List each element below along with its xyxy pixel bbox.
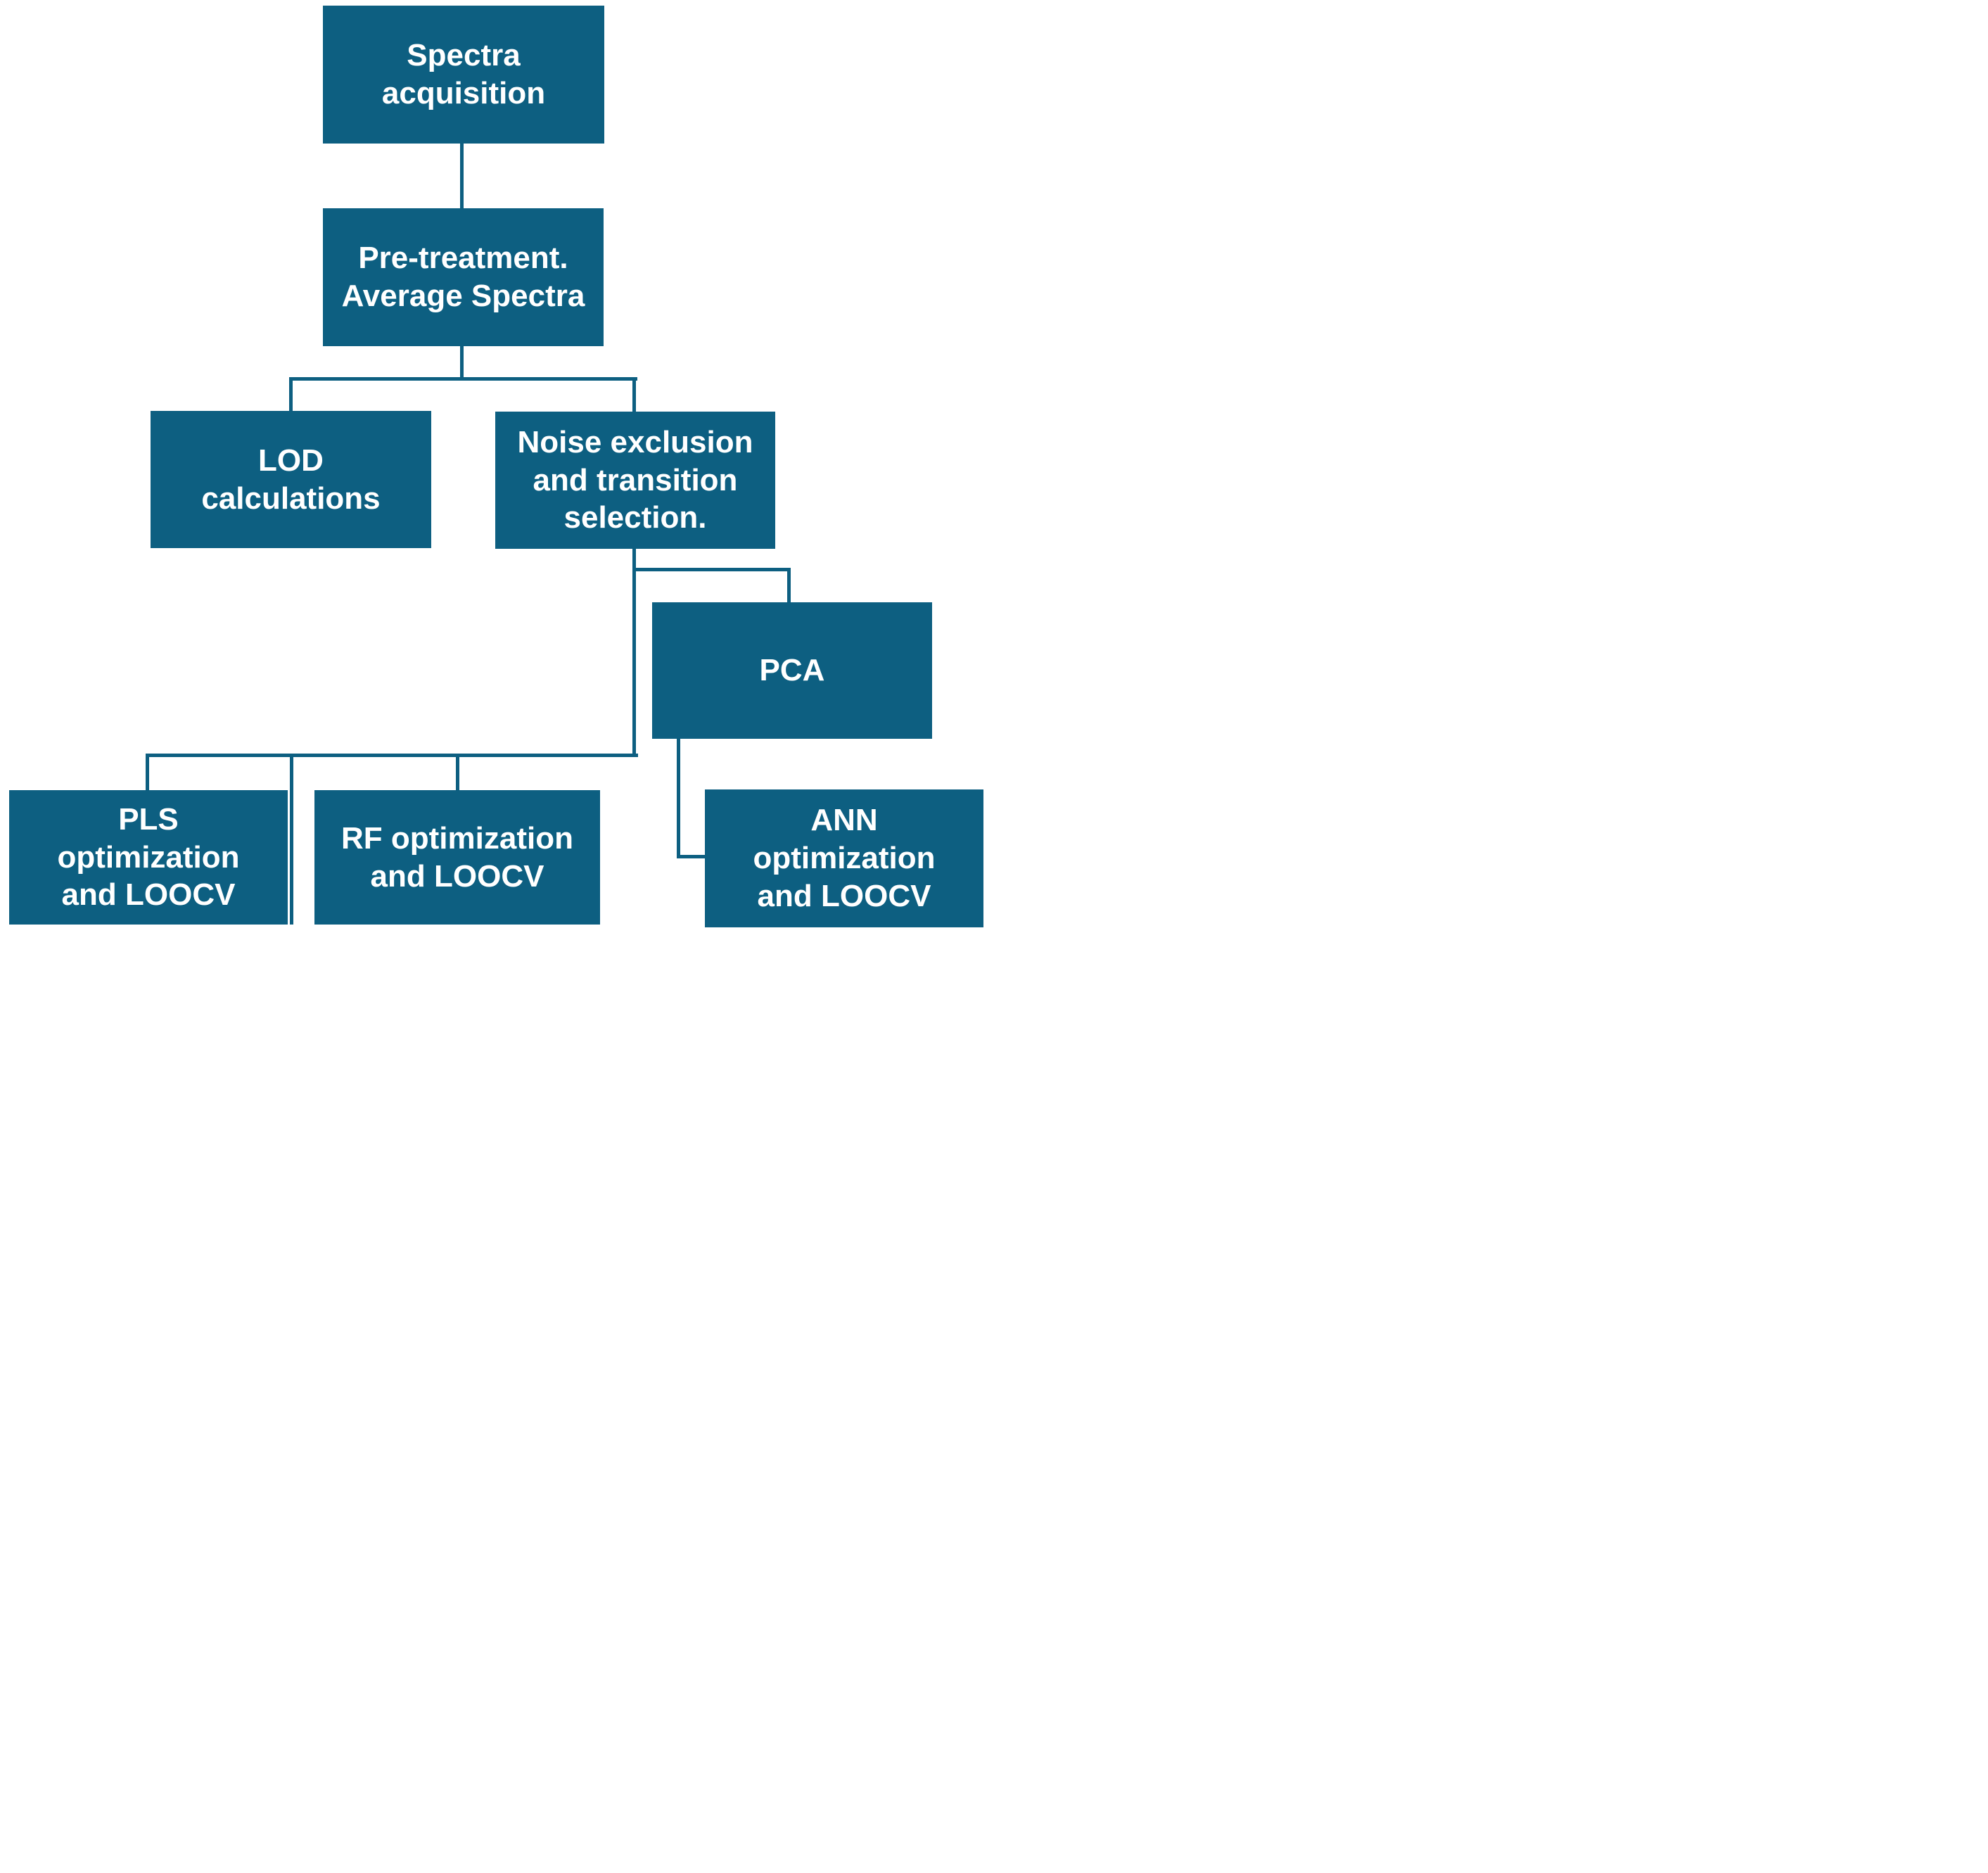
connector-pretreatment-stub xyxy=(460,346,464,379)
connector-split-rail-bottom xyxy=(146,754,638,757)
connector-drop-to-lod xyxy=(289,377,293,411)
connector-noise-to-pca-horizontal xyxy=(632,568,791,571)
connector-drop-to-pls xyxy=(146,754,149,790)
connector-spectra-to-pretreatment xyxy=(460,144,464,208)
node-ann-optimization-loocv: ANN optimization and LOOCV xyxy=(705,789,983,927)
node-spectra-acquisition: Spectra acquisition xyxy=(323,6,604,144)
connector-pca-down-line xyxy=(677,739,680,858)
connector-mid-vertical-line xyxy=(290,754,293,925)
node-pca: PCA xyxy=(652,602,932,739)
connector-split-rail-top xyxy=(289,377,637,381)
connector-pca-to-ann-horizontal xyxy=(677,855,705,858)
connector-drop-to-rf xyxy=(456,754,459,790)
connector-noise-to-pca-vertical xyxy=(787,568,791,602)
node-noise-exclusion-transition-selection: Noise exclusion and transition selection… xyxy=(495,412,775,549)
node-rf-optimization-loocv: RF optimization and LOOCV xyxy=(314,790,600,925)
node-pls-optimization-loocv: PLS optimization and LOOCV xyxy=(9,790,288,925)
node-pretreatment-average-spectra: Pre-treatment. Average Spectra xyxy=(323,208,604,346)
flowchart-canvas: Spectra acquisition Pre-treatment. Avera… xyxy=(0,0,994,936)
node-lod-calculations: LOD calculations xyxy=(151,411,431,548)
connector-drop-to-noise xyxy=(632,377,636,412)
connector-noise-down-line xyxy=(632,549,636,756)
